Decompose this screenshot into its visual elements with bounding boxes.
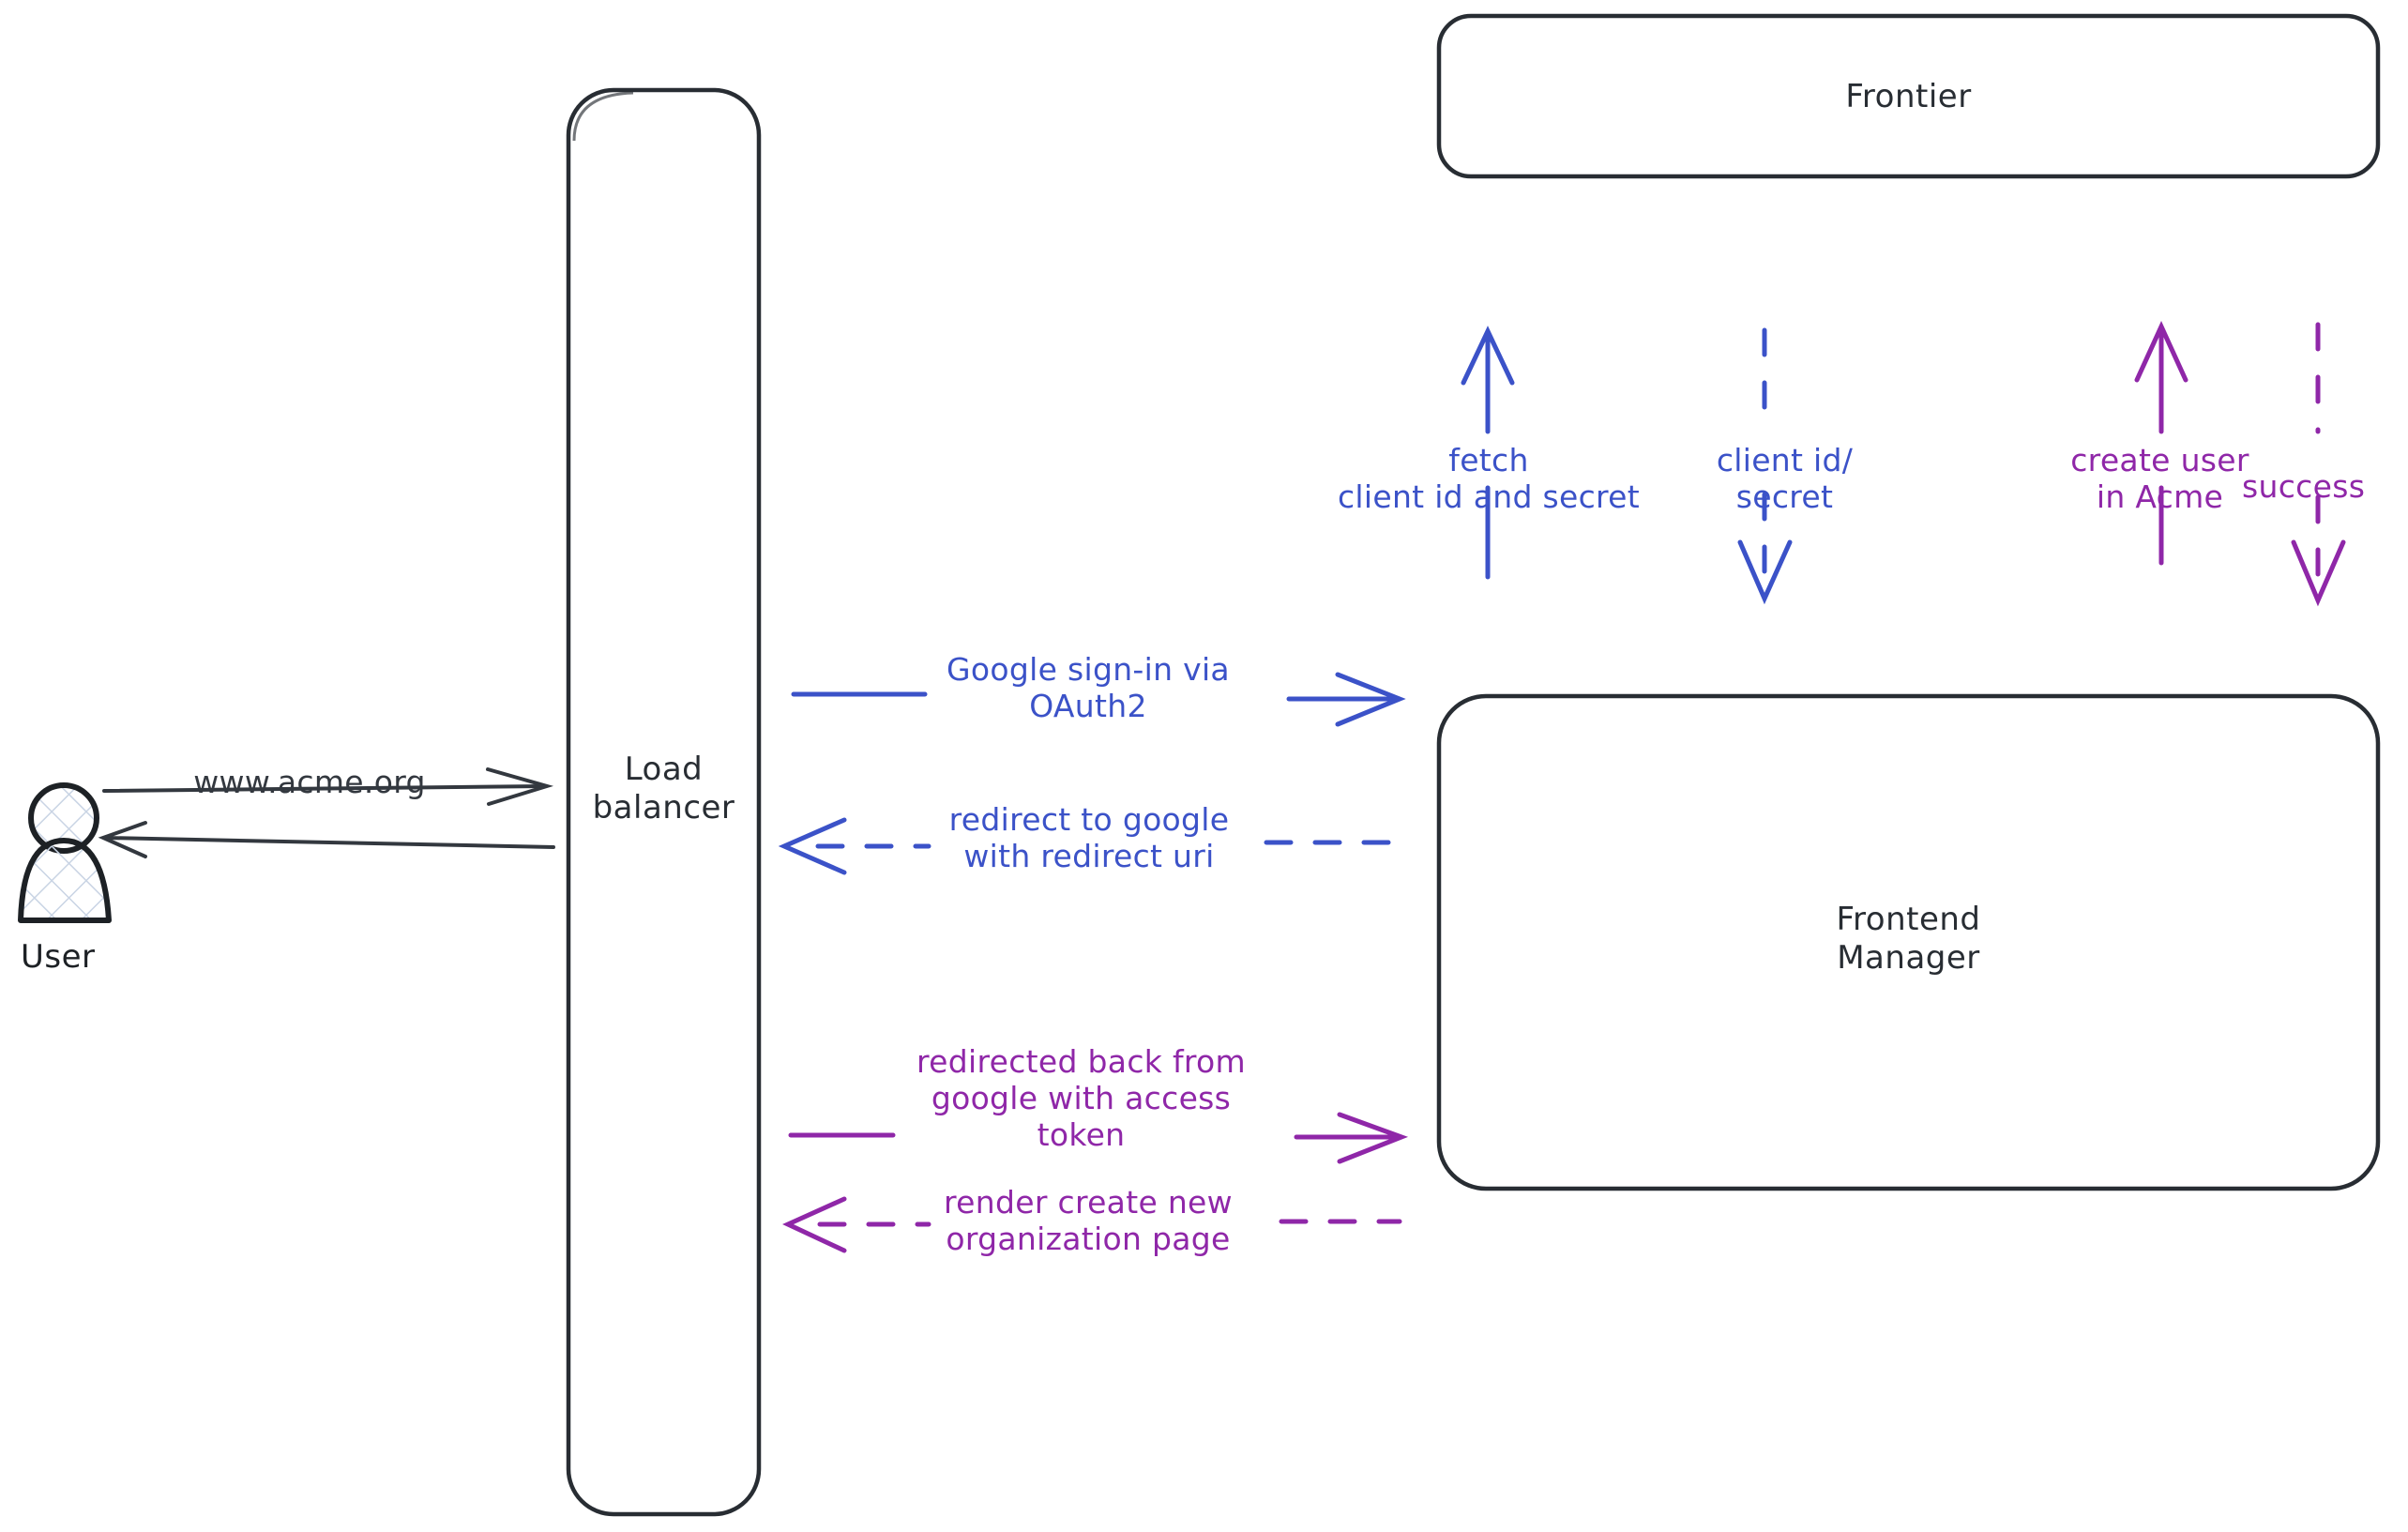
edge-fm-to-lb-render: [781, 1196, 1402, 1253]
edge-lb-to-user: [98, 821, 555, 858]
edge-label-lb-to-fm-token: redirected back from google with access …: [916, 1043, 1246, 1153]
edge-label-fm-to-lb-redirect: redirect to google with redirect uri: [948, 801, 1230, 874]
edge-user-to-lb: [102, 767, 554, 806]
edge-lb-to-fm-token: [788, 1112, 1409, 1164]
edge-label-frontier-to-fm-creds: client id/ secret: [1716, 442, 1854, 515]
node-load-balancer[interactable]: [566, 87, 762, 1517]
edge-frontier-to-fm-success: [2291, 322, 2346, 607]
edge-label-lb-to-fm-signin: Google sign-in via OAuth2: [947, 651, 1230, 724]
edge-fm-to-lb-redirect: [778, 817, 1402, 875]
node-frontend-manager[interactable]: [1436, 693, 2381, 1191]
user-icon: [18, 782, 112, 923]
edge-label-fm-to-frontier-fetch: fetch client id and secret: [1337, 442, 1641, 515]
edge-label-frontier-to-fm-success: success: [2242, 468, 2366, 505]
edge-label-user-to-lb: www.acme.org: [193, 764, 426, 800]
actor-user-label: User: [21, 938, 96, 976]
edge-lb-to-fm-signin: [791, 672, 1406, 727]
edge-fm-to-frontier-create-user: [2134, 320, 2188, 566]
edge-label-fm-to-lb-render: render create new organization page: [944, 1184, 1233, 1257]
node-frontier[interactable]: [1436, 13, 2381, 179]
edge-frontier-to-fm-creds: [1737, 327, 1793, 605]
edge-fm-to-frontier-fetch: [1461, 326, 1515, 580]
edge-label-fm-to-frontier-create-user: create user in Acme: [2070, 442, 2249, 515]
